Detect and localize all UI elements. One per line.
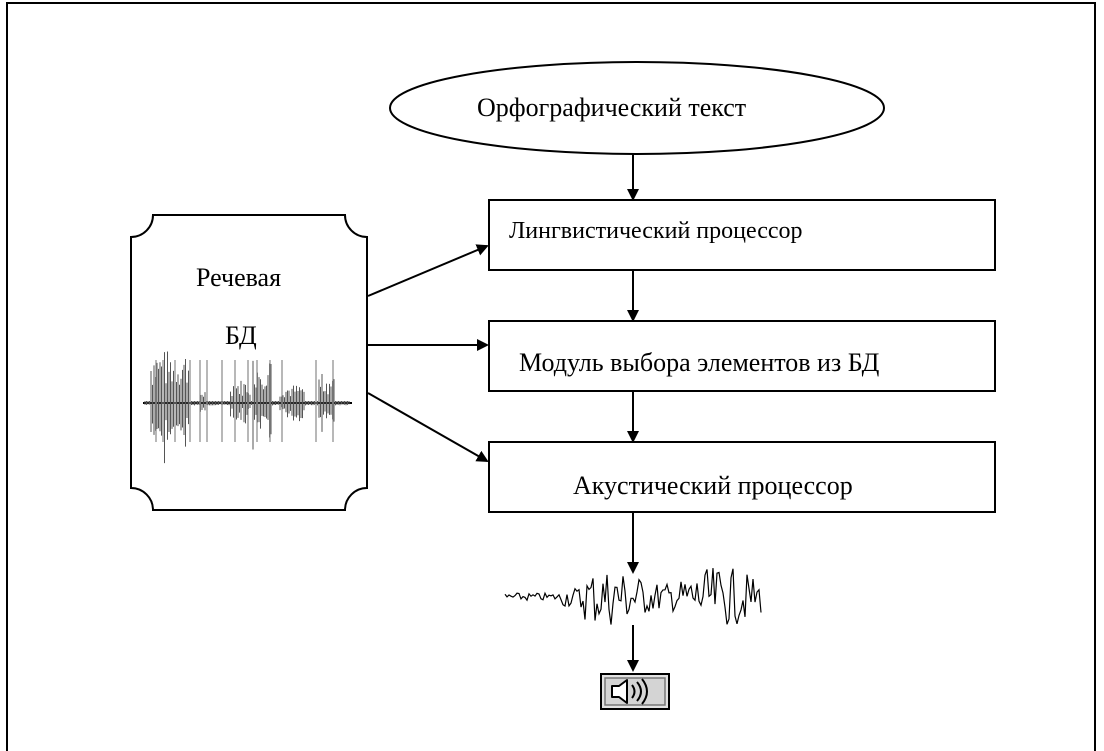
selection-module-label: Модуль выбора элементов из БД: [519, 348, 880, 377]
diagram-frame: [6, 2, 1096, 751]
db-waveform-icon: [143, 351, 352, 464]
input-text-ellipse: [389, 61, 885, 155]
speech-db-label-line1: Речевая: [196, 263, 282, 292]
arrow-db-to-acoustic: [367, 392, 489, 462]
speech-db-label-line2: БД: [225, 321, 257, 350]
selection-module-box: [488, 320, 996, 392]
arrow-db-to-linguistic: [367, 244, 489, 297]
linguistic-processor-box: [488, 199, 996, 271]
acoustic-processor-label: Акустический процессор: [573, 471, 853, 500]
speech-waveform-icon: [504, 568, 762, 625]
speech-db-shape: [130, 214, 368, 511]
input-text-label: Орфографический текст: [477, 93, 747, 122]
speaker-icon[interactable]: [600, 673, 670, 710]
acoustic-processor-box: [488, 441, 996, 513]
linguistic-processor-label: Лингвистический процессор: [509, 218, 803, 244]
